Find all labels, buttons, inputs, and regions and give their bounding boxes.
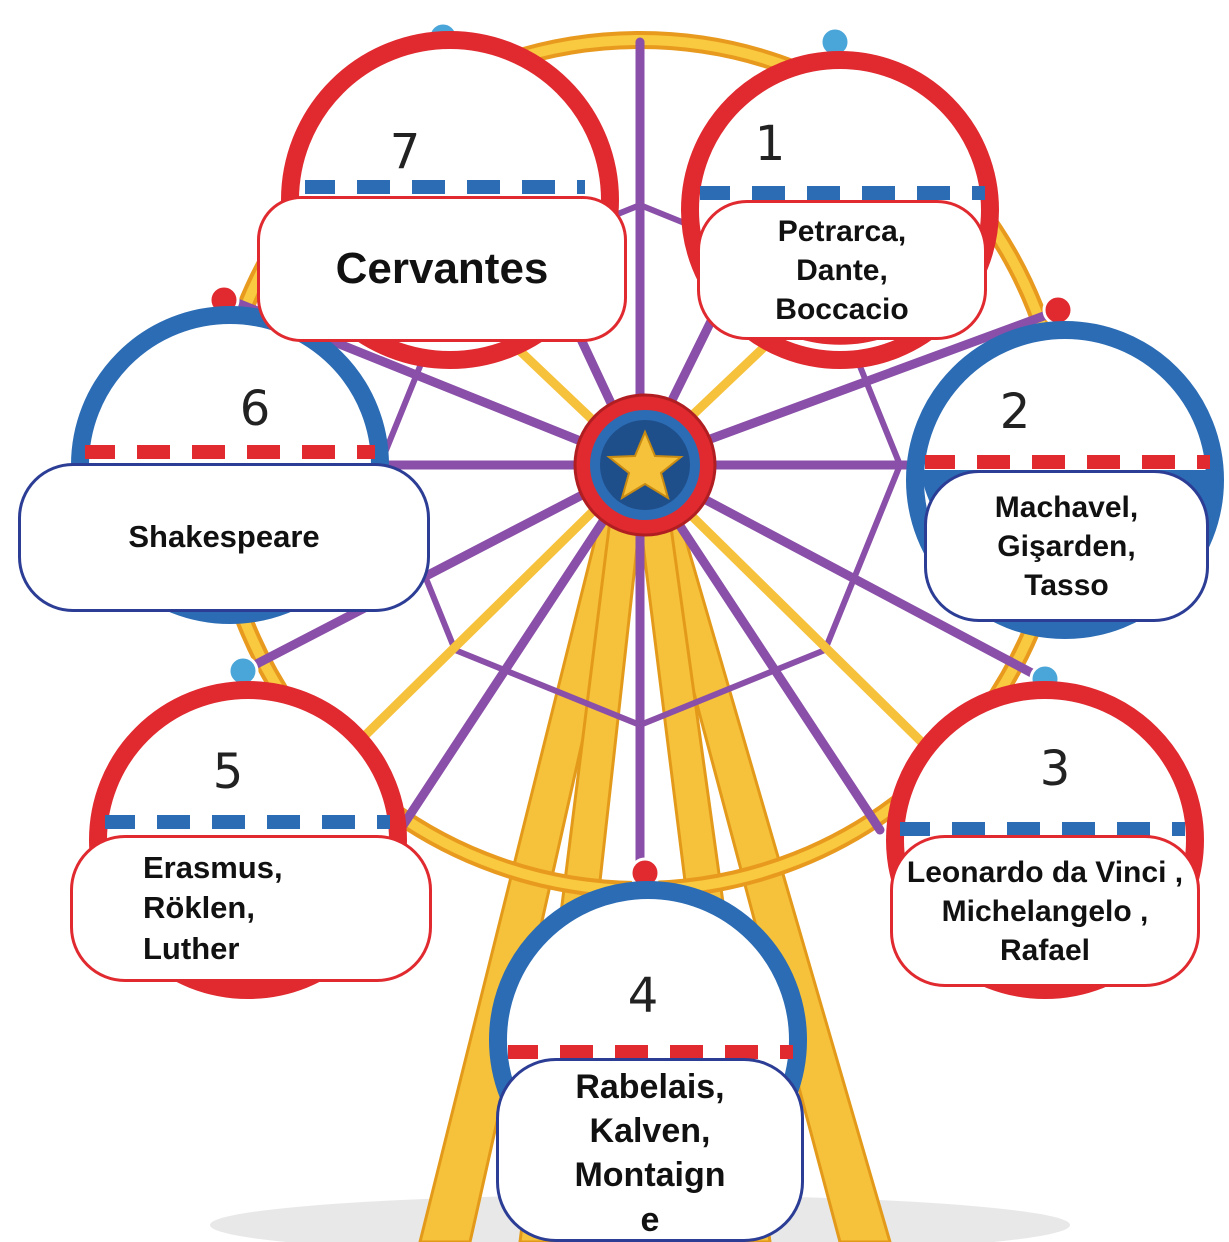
hub: [573, 393, 717, 537]
cabin-6-label: Shakespeare: [18, 463, 430, 612]
cabin-number: 3: [1040, 741, 1071, 797]
cabin-number: 1: [755, 116, 786, 172]
cabin-number: 7: [390, 124, 421, 180]
cabin-4-label: Rabelais, Kalven, Montaign e: [496, 1058, 804, 1242]
cabin-7-label: Cervantes: [257, 196, 627, 342]
cabin-number: 5: [213, 744, 244, 800]
cabin-3-label: Leonardo da Vinci , Michelangelo , Rafae…: [890, 835, 1200, 987]
cabin-5-label: Erasmus, Röklen, Luther: [70, 835, 432, 982]
cabin-number: 4: [628, 968, 659, 1024]
cabin-number: 2: [1000, 384, 1031, 440]
cabin-2-label: Machavel, Gişarden, Tasso: [924, 470, 1209, 622]
cabin-number: 6: [240, 381, 271, 437]
cabin-1-label: Petrarca, Dante, Boccacio: [697, 200, 987, 340]
star-icon: [606, 429, 684, 501]
